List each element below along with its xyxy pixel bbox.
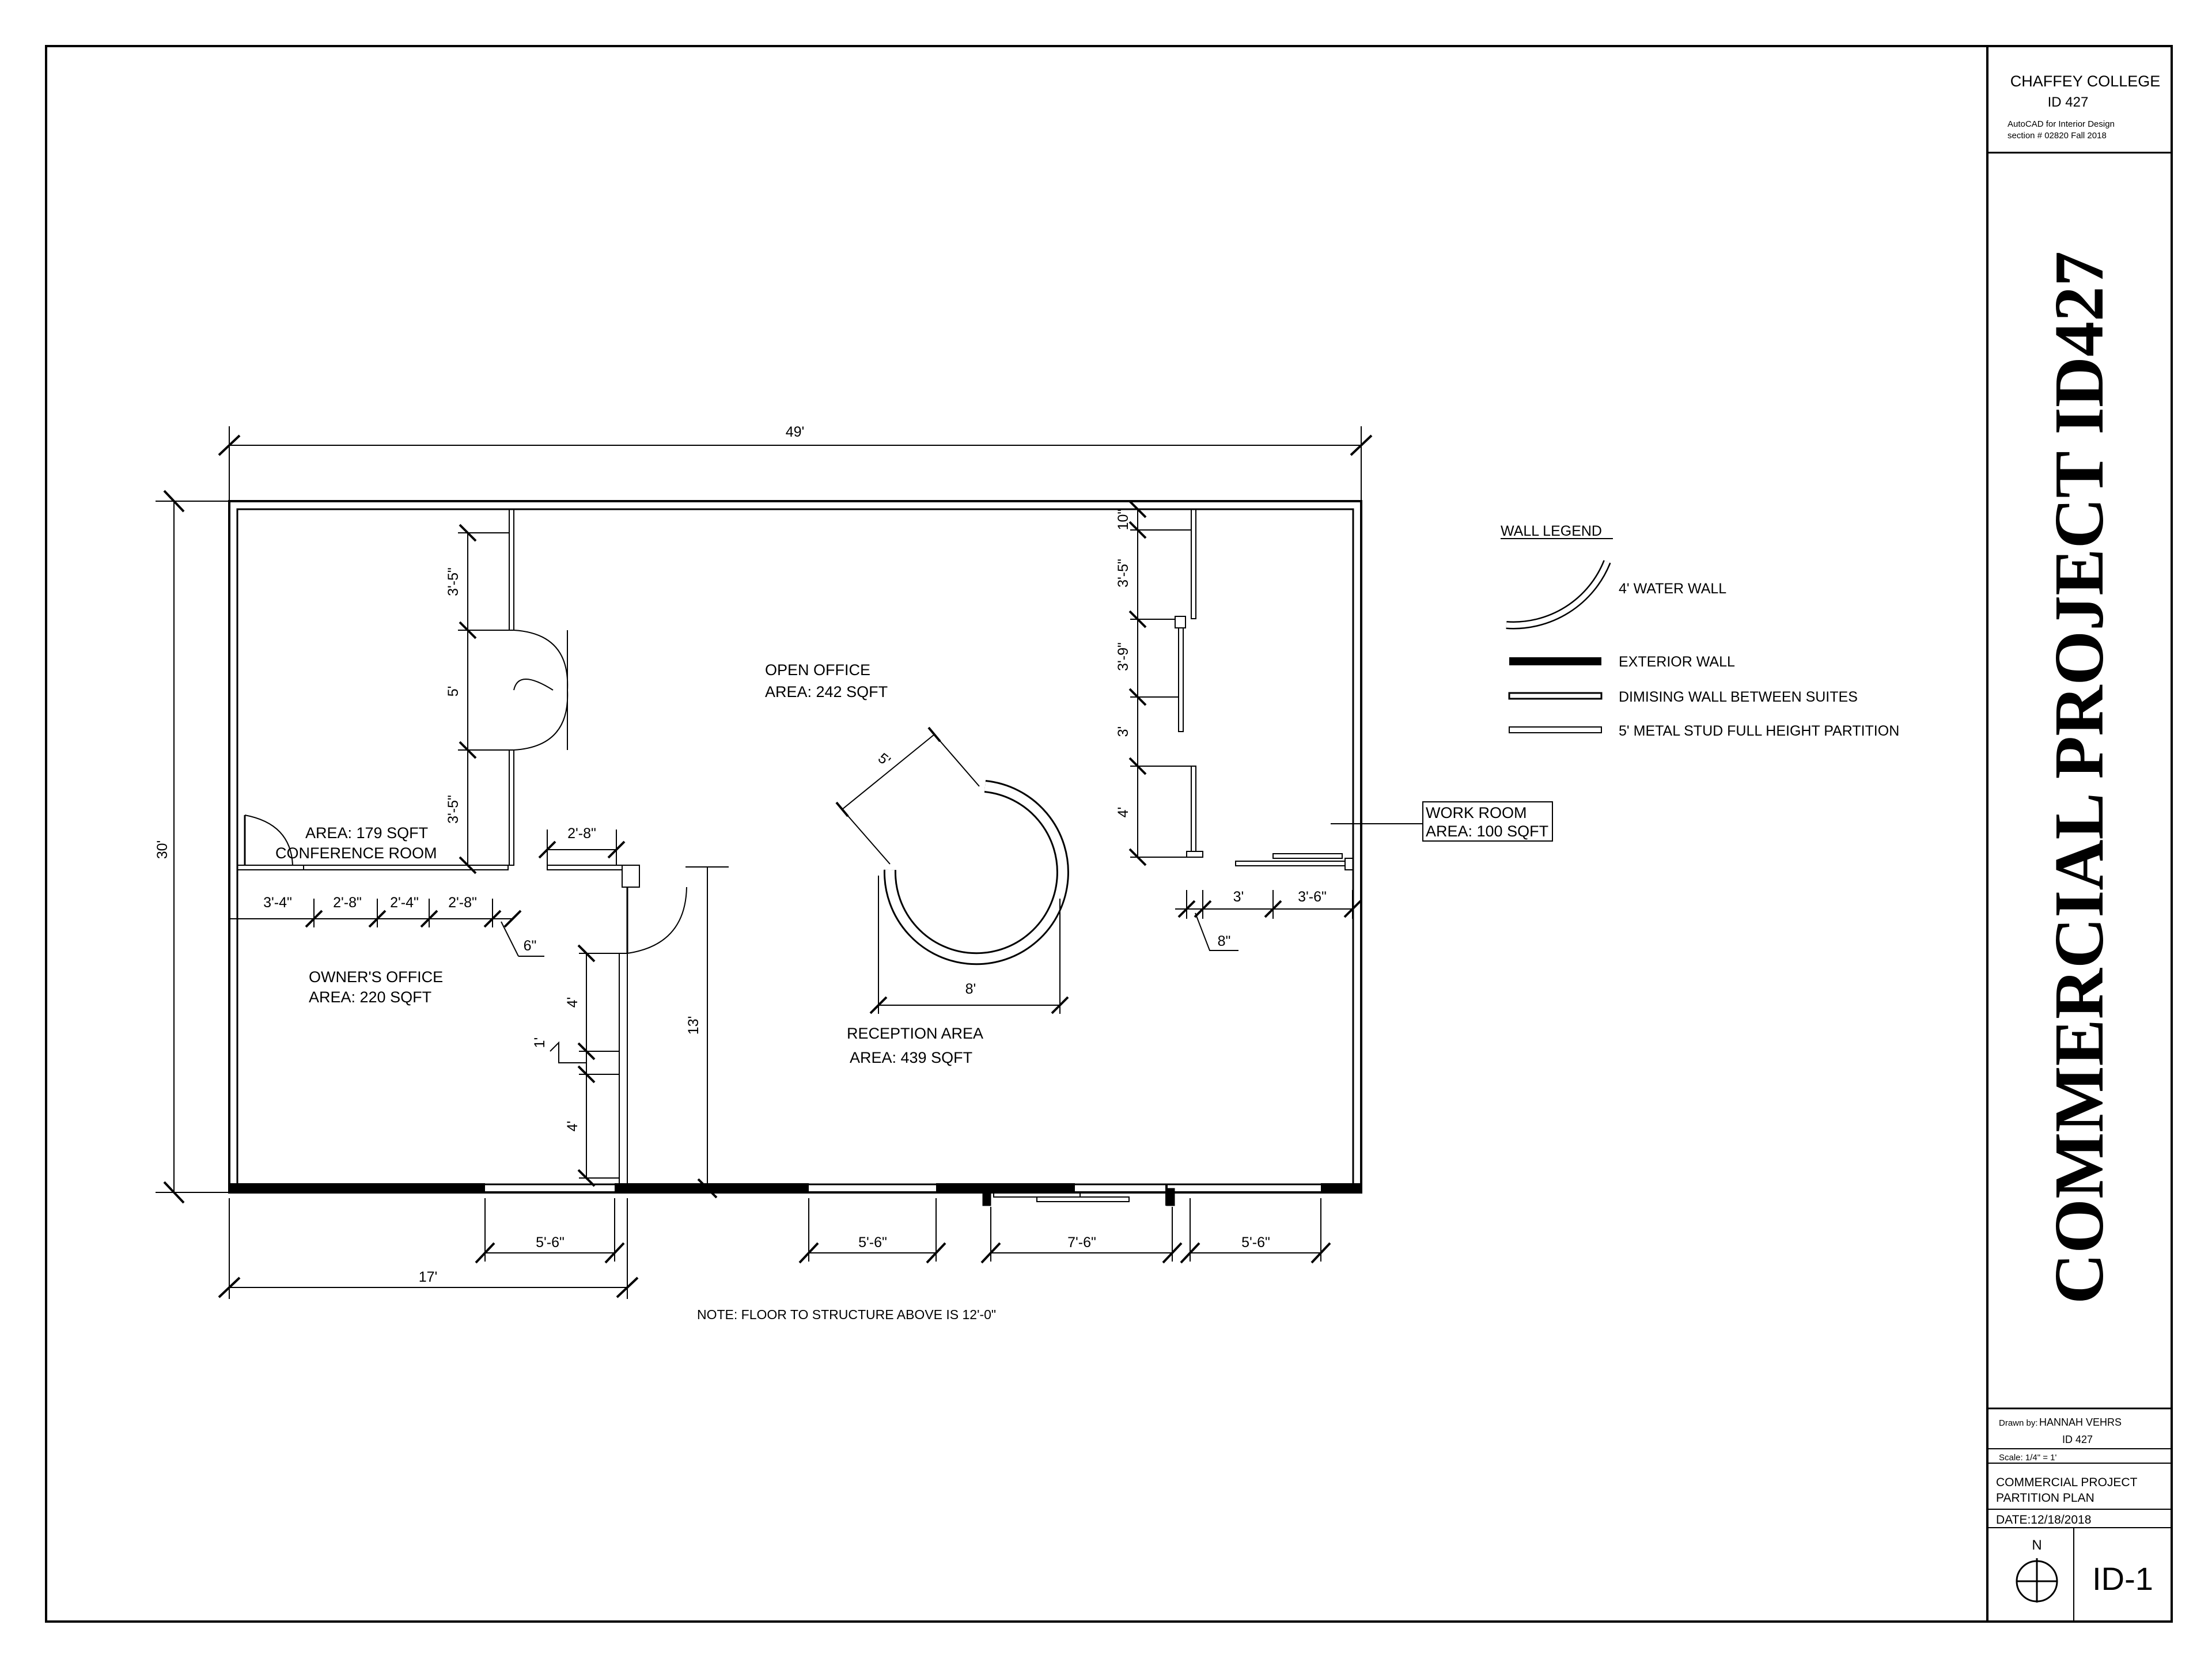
sheet-border — [45, 45, 2173, 1623]
course-section: section # 02820 Fall 2018 — [2008, 131, 2107, 141]
room-labels: OPEN OFFICE AREA: 242 SQFT AREA: 179 SQF… — [275, 661, 1548, 1066]
open-office-area: AREA: 242 SQFT — [765, 683, 888, 700]
plan-note: NOTE: FLOOR TO STRUCTURE ABOVE IS 12'-0" — [697, 1307, 996, 1322]
dim-rec-8: 8' — [965, 981, 976, 997]
partition-wall — [547, 865, 623, 870]
entry-slider — [1036, 1196, 1130, 1202]
project-title: COMMERCIAL PROJECT ID427 — [2040, 251, 2118, 1304]
partition-wall — [303, 865, 509, 870]
legend-exterior: EXTERIOR WALL — [1619, 654, 1735, 670]
wall-legend: WALL LEGEND 4' WATER WALL EXTERIOR WALL … — [1501, 523, 1899, 739]
owner-door-swing — [627, 887, 687, 954]
conference-door-swing — [244, 815, 293, 866]
partition-wall — [1235, 861, 1346, 866]
entry-column — [1166, 1188, 1175, 1206]
dim-seg2: 2'-8" — [333, 895, 362, 911]
dim-wr-b36: 3'-6" — [1298, 889, 1327, 905]
conference-label: CONFERENCE ROOM — [275, 844, 437, 862]
dim-wr-4: 4' — [1115, 807, 1131, 818]
dim-17: 17' — [419, 1269, 438, 1285]
sheet-number: ID-1 — [2092, 1560, 2153, 1597]
course-desc: AutoCAD for Interior Design — [2008, 119, 2115, 129]
partition-wall — [1191, 509, 1196, 619]
floor-plan — [228, 500, 1362, 1206]
legend-water-wall: 4' WATER WALL — [1619, 581, 1726, 597]
dim-conf-top: 3'-5" — [445, 567, 461, 596]
sheet-title-line2: PARTITION PLAN — [1996, 1491, 2094, 1505]
dim-win2: 5'-6" — [858, 1234, 887, 1251]
dim-conf-door2: 2'-8" — [567, 825, 596, 842]
legend-demising: DIMISING WALL BETWEEN SUITES — [1619, 689, 1858, 705]
dim-wr-8: 8" — [1218, 933, 1231, 949]
dim-wr-10: 10" — [1115, 509, 1131, 531]
open-office-label: OPEN OFFICE — [765, 661, 870, 679]
dim-own-13: 13' — [685, 1016, 702, 1035]
partition-wall — [509, 509, 514, 631]
dim-seg1: 3'-4" — [263, 895, 292, 911]
drawn-by-course: ID 427 — [2062, 1434, 2093, 1445]
legend-partition-swatch — [1509, 726, 1602, 733]
scale-text: Scale: 1/4" = 1' — [1999, 1453, 2056, 1463]
conf-door-swing — [513, 630, 569, 751]
north-arrow-icon — [2016, 1558, 2058, 1603]
dim-wr-3: 3' — [1115, 726, 1131, 737]
dimensions — [156, 426, 1553, 1299]
partition-wall — [1178, 627, 1184, 732]
dim-win1: 5'-6" — [536, 1234, 565, 1251]
drawn-by-name: HANNAH VEHRS — [2039, 1416, 2122, 1428]
legend-partition: 5' METAL STUD FULL HEIGHT PARTITION — [1619, 723, 1899, 739]
dim-entry: 7'-6" — [1067, 1234, 1096, 1251]
dim-conf-door: 5' — [445, 686, 461, 697]
conference-area: AREA: 179 SQFT — [305, 824, 428, 842]
reception-area: AREA: 439 SQFT — [850, 1049, 972, 1066]
dim-six: 6" — [524, 938, 537, 954]
drawn-by-label: Drawn by: — [1999, 1418, 2038, 1428]
partition-wall — [622, 865, 640, 888]
course-id: ID 427 — [2048, 94, 2089, 110]
partition-wall — [1191, 766, 1196, 852]
partition-wall — [1186, 851, 1203, 858]
dim-own-1: 1' — [532, 1037, 548, 1048]
work-room-area: AREA: 100 SQFT — [1426, 823, 1548, 840]
legend-title: WALL LEGEND — [1501, 523, 1602, 539]
wall-column — [1175, 616, 1186, 628]
dim-own-4a: 4' — [565, 997, 581, 1008]
date-text: DATE:12/18/2018 — [1996, 1513, 2091, 1527]
dim-overall-width: 49' — [786, 424, 805, 440]
work-room-label: WORK ROOM — [1426, 804, 1527, 821]
dim-seg3: 2'-4" — [390, 895, 419, 911]
partition-wall — [237, 865, 304, 870]
sheet-title-line1: COMMERCIAL PROJECT — [1996, 1476, 2138, 1489]
partition-wall — [1272, 853, 1343, 859]
owners-office-label: OWNER'S OFFICE — [309, 968, 443, 986]
partition-wall — [509, 749, 514, 866]
dim-wr-39: 3'-9" — [1115, 642, 1131, 671]
dim-overall-height: 30' — [154, 840, 171, 859]
dim-wr-b3: 3' — [1233, 889, 1244, 905]
dim-seg4: 2'-8" — [448, 895, 477, 911]
dim-wr-35: 3'-5" — [1115, 559, 1131, 588]
wall-column — [1344, 858, 1354, 870]
dim-win3: 5'-6" — [1241, 1234, 1270, 1251]
partition-wall — [619, 953, 628, 1185]
entry-column — [982, 1188, 991, 1206]
dim-conf-bottom: 3'-5" — [445, 795, 461, 824]
owners-office-area: AREA: 220 SQFT — [309, 988, 431, 1006]
dim-own-4b: 4' — [565, 1121, 581, 1132]
dimension-labels: 49' 30' 17' 5'-6" 5'-6" 7'-6" 5'-6" 3'-5… — [154, 424, 1327, 1285]
reception-label: RECEPTION AREA — [847, 1025, 983, 1042]
north-label: N — [2032, 1537, 2041, 1553]
school-name: CHAFFEY COLLEGE — [2010, 73, 2161, 90]
dim-rec-5: 5' — [875, 750, 893, 770]
legend-demising-swatch — [1508, 692, 1603, 700]
